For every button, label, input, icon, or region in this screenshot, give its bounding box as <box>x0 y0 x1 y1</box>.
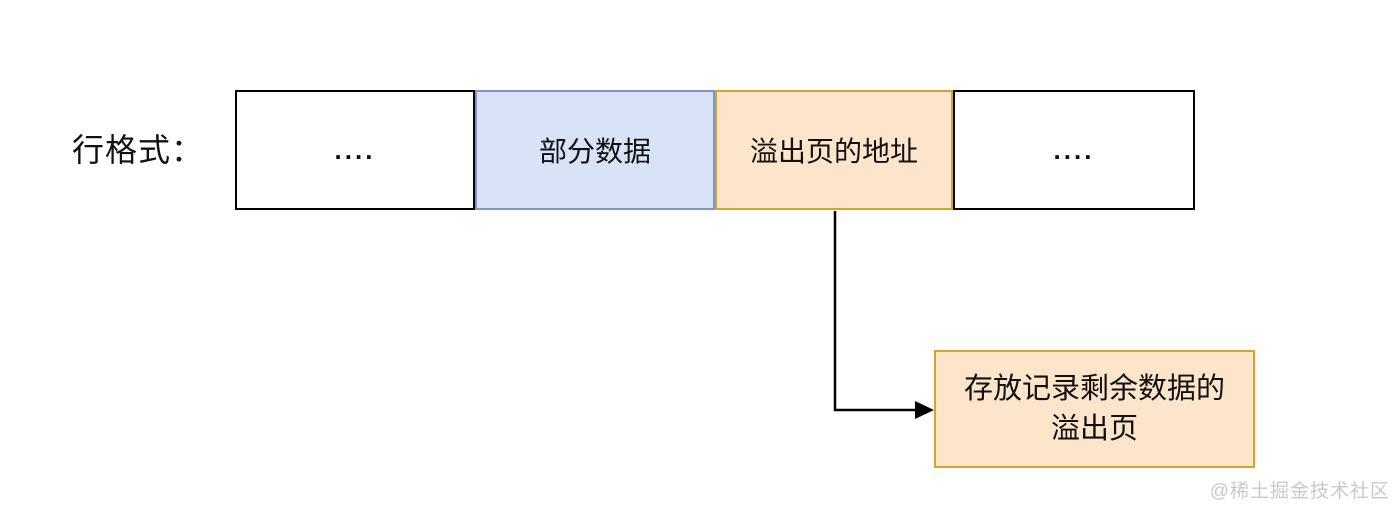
overflow-page-box-line1: 存放记录剩余数据的 <box>963 373 1225 405</box>
row-format-label: 行格式： <box>72 132 205 168</box>
watermark: @稀土掘金技术社区 <box>1209 481 1390 502</box>
row-cell-overflow-address: 溢出页的地址 <box>715 90 953 210</box>
row-cell-partial-data: 部分数据 <box>475 90 715 210</box>
row-cell-dots-left: .... <box>235 90 475 210</box>
overflow-page-box-line2: 溢出页 <box>1050 413 1138 445</box>
row-cell-dots-right: .... <box>953 90 1195 210</box>
overflow-page-box: 存放记录剩余数据的 溢出页 <box>934 350 1255 468</box>
